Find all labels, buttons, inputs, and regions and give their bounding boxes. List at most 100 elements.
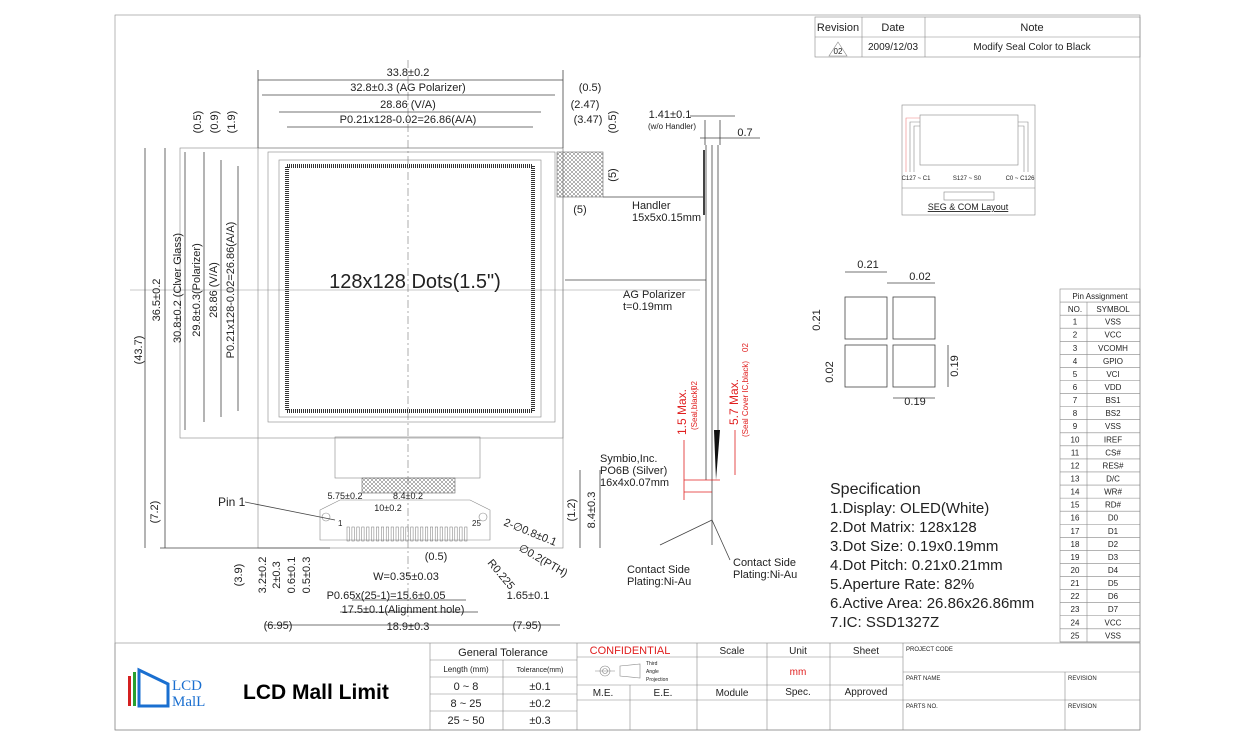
- spec-label: Spec.: [785, 687, 811, 698]
- fpc-upper: [334, 436, 481, 479]
- spec-title: Specification: [830, 481, 921, 498]
- spec-item: 4.Dot Pitch: 0.21x0.21mm: [830, 557, 1003, 574]
- company-name: LCD Mall Limit: [243, 681, 389, 704]
- dim-label: (2.47): [571, 99, 600, 111]
- spec-item: 2.Dot Matrix: 128x128: [830, 519, 977, 536]
- alignment-hole-left: [321, 512, 331, 522]
- dim-label: (3.9): [233, 564, 245, 587]
- dim-label: 10±0.2: [374, 503, 401, 513]
- contact-right-1: Contact Side: [733, 557, 796, 569]
- fpc-tail: [319, 499, 491, 541]
- spec-item: 3.Dot Size: 0.19x0.19mm: [830, 538, 998, 555]
- pin-no-header: NO.: [1068, 305, 1082, 314]
- pin-symbol: RD#: [1105, 501, 1122, 510]
- company-logo: LCD MalL: [128, 667, 205, 710]
- seal-note: (Seal,black): [690, 387, 699, 430]
- fpc-pin: [366, 526, 370, 542]
- pin-symbol: D3: [1108, 553, 1119, 562]
- dim-label: (1.9): [226, 111, 238, 134]
- fpc-pin: [390, 526, 394, 542]
- pin-symbol: BS2: [1105, 409, 1121, 418]
- specification: Specification 1.Display: OLED(White) 2.D…: [830, 481, 1034, 631]
- pin-symbol-header: SYMBOL: [1096, 305, 1130, 314]
- front-view: 128x128 Dots(1.5"): [130, 60, 700, 626]
- pin-number: 23: [1071, 605, 1080, 614]
- contact-left-2: Plating:Ni-Au: [627, 576, 691, 588]
- fpc-pin: [405, 526, 409, 542]
- pixel-dim: 0.19: [949, 355, 961, 376]
- dim-label: (7.2): [149, 501, 161, 524]
- dim-label: 32.8±0.3 (AG Polarizer): [350, 82, 465, 94]
- pin-symbol: BS1: [1105, 396, 1121, 405]
- seg-left: C127 ~ C1: [902, 176, 932, 182]
- dim-label: W=0.35±0.03: [373, 571, 439, 583]
- dim-label: 3.2±0.2: [257, 557, 269, 594]
- revision-label: REVISION: [1068, 676, 1097, 682]
- pin-number: 11: [1071, 448, 1080, 457]
- pin-symbol: GPIO: [1103, 357, 1123, 366]
- projection-text: Projection: [646, 677, 668, 683]
- dim-label: (0.5): [425, 551, 448, 563]
- part-name-label: PART NAME: [906, 676, 940, 682]
- tolerance-val: ±0.2: [529, 698, 550, 710]
- pin-symbol: D2: [1108, 540, 1119, 549]
- pin-symbol: VCOMH: [1098, 344, 1128, 353]
- pin-number: 14: [1071, 488, 1080, 497]
- scale-label: Scale: [719, 646, 744, 657]
- pin-number: 1: [1073, 318, 1078, 327]
- projection-symbol-icon: [595, 663, 641, 679]
- pin-symbol: D0: [1108, 514, 1119, 523]
- pin-symbol: WR#: [1104, 488, 1122, 497]
- fpc-pin: [434, 526, 438, 542]
- tolerance-len-header: Length (mm): [443, 665, 489, 674]
- parts-no-label: PARTS NO.: [906, 704, 938, 710]
- fpc-pin: [430, 526, 433, 542]
- pin-number: 8: [1073, 409, 1078, 418]
- dim-label: 36.5±0.2: [151, 279, 163, 322]
- pin-number: 5: [1073, 370, 1078, 379]
- pin-number: 15: [1071, 501, 1080, 510]
- active-area: [285, 164, 535, 413]
- polarizer-outline: [267, 151, 556, 423]
- ic-vendor: Symbio,Inc.: [600, 453, 657, 465]
- dim-label: 5.75±0.2: [328, 491, 363, 501]
- seg-com-layout: C127 ~ C1 S127 ~ S0 C0 ~ C126 SEG & COM …: [902, 104, 1036, 216]
- pin-symbol: D4: [1108, 566, 1119, 575]
- unit-label: Unit: [789, 646, 807, 657]
- dim-label: 28.86 (V/A): [380, 99, 436, 111]
- pin-row: 7 BS1: [1073, 396, 1121, 405]
- approved-label: Approved: [845, 687, 888, 698]
- dim-label: 1.65±0.1: [507, 590, 550, 602]
- spec-item: 6.Active Area: 26.86x26.86mm: [830, 595, 1034, 612]
- pin-table-title: Pin Assignment: [1072, 292, 1128, 301]
- pin-number: 2: [1073, 331, 1078, 340]
- pixel-dim: 0.19: [904, 396, 925, 408]
- fpc-pin: [425, 526, 429, 542]
- tolerance-title: General Tolerance: [458, 647, 548, 659]
- unit-value: mm: [790, 667, 807, 678]
- viewing-area: [278, 159, 542, 418]
- ag-polarizer-label: AG Polarizer: [623, 289, 686, 301]
- revision-table: Revision Date Note 02 2009/12/03 Modify …: [814, 16, 1141, 58]
- tolerance-len: 8 ~ 25: [451, 698, 482, 710]
- pin-symbol: VDD: [1105, 383, 1122, 392]
- dim-label: 17.5±0.1(Alignment hole): [342, 604, 465, 616]
- projection-text: Third: [646, 661, 658, 667]
- spec-item: 7.IC: SSD1327Z: [830, 614, 939, 631]
- seal-cover: [714, 430, 720, 480]
- pin-number: 7: [1073, 396, 1078, 405]
- dim-label: P0.21x128-0.02=26.86(A/A): [225, 222, 237, 359]
- seal-max: 1.5 Max.: [675, 389, 689, 435]
- date-header: Date: [881, 22, 904, 34]
